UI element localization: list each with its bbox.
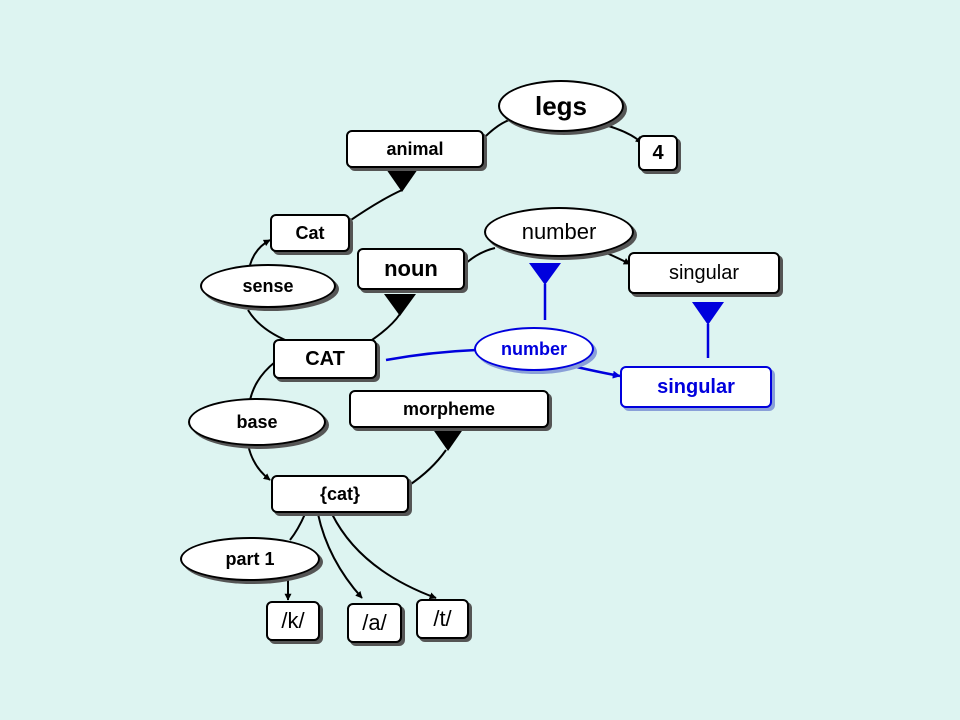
node-four: 4 [638,135,678,171]
node-phoneme-t: /t/ [416,599,469,639]
link-base-catmorpheme [247,443,271,481]
link-catmorpheme-t [331,513,437,600]
node-singular: singular [628,252,780,294]
node-animal: animal [346,130,484,168]
blue-link-number-singular [567,363,621,379]
isa-triangle-animal [386,169,418,192]
node-noun: noun [357,248,465,290]
link-cat-sense [247,309,291,343]
isa-triangle-noun [384,294,416,316]
link-noun-number [463,247,496,266]
isa-cat-noun [371,313,401,341]
node-number-inherited: number [474,327,594,371]
link-sense-catsense [249,239,271,266]
link-catmorpheme-part1 [289,513,306,541]
link-number-singular [599,249,631,265]
blue-isa-triangle-number [529,263,561,285]
isa-triangle-morpheme [432,428,464,451]
link-catmorpheme-a [317,513,363,599]
isa-catmorpheme-morpheme [407,449,447,487]
node-cat-morpheme: {cat} [271,475,409,513]
node-part-1: part 1 [180,537,320,581]
node-phoneme-k: /k/ [266,601,320,641]
node-morpheme: morpheme [349,390,549,428]
blue-isa-triangle-singular [692,302,724,325]
node-legs: legs [498,80,624,132]
node-phoneme-a: /a/ [347,603,402,643]
node-cat-word: CAT [273,339,377,379]
link-cat-base [249,361,276,401]
isa-cat-animal [347,189,403,223]
blue-link-cat-number [385,348,477,362]
node-cat-sense: Cat [270,214,350,252]
node-base: base [188,398,326,446]
node-sense: sense [200,264,336,308]
node-singular-inherited: singular [620,366,772,408]
node-number: number [484,207,634,257]
link-legs-four [604,124,643,144]
